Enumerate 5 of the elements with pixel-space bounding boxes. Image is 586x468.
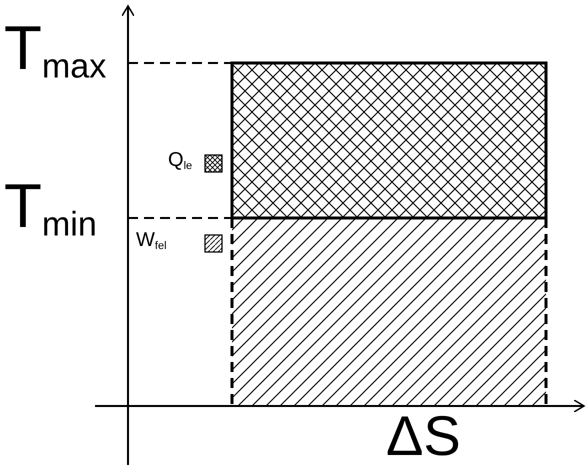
- axis-value-label: T$_{min}$: [4, 176, 97, 242]
- axis-value-label: T$_{max}$: [4, 18, 106, 84]
- legend-label: Q$_{le}$: [168, 150, 192, 172]
- axis-title: ΔS: [386, 408, 461, 464]
- legend-label: W$_{fel}$: [136, 230, 167, 252]
